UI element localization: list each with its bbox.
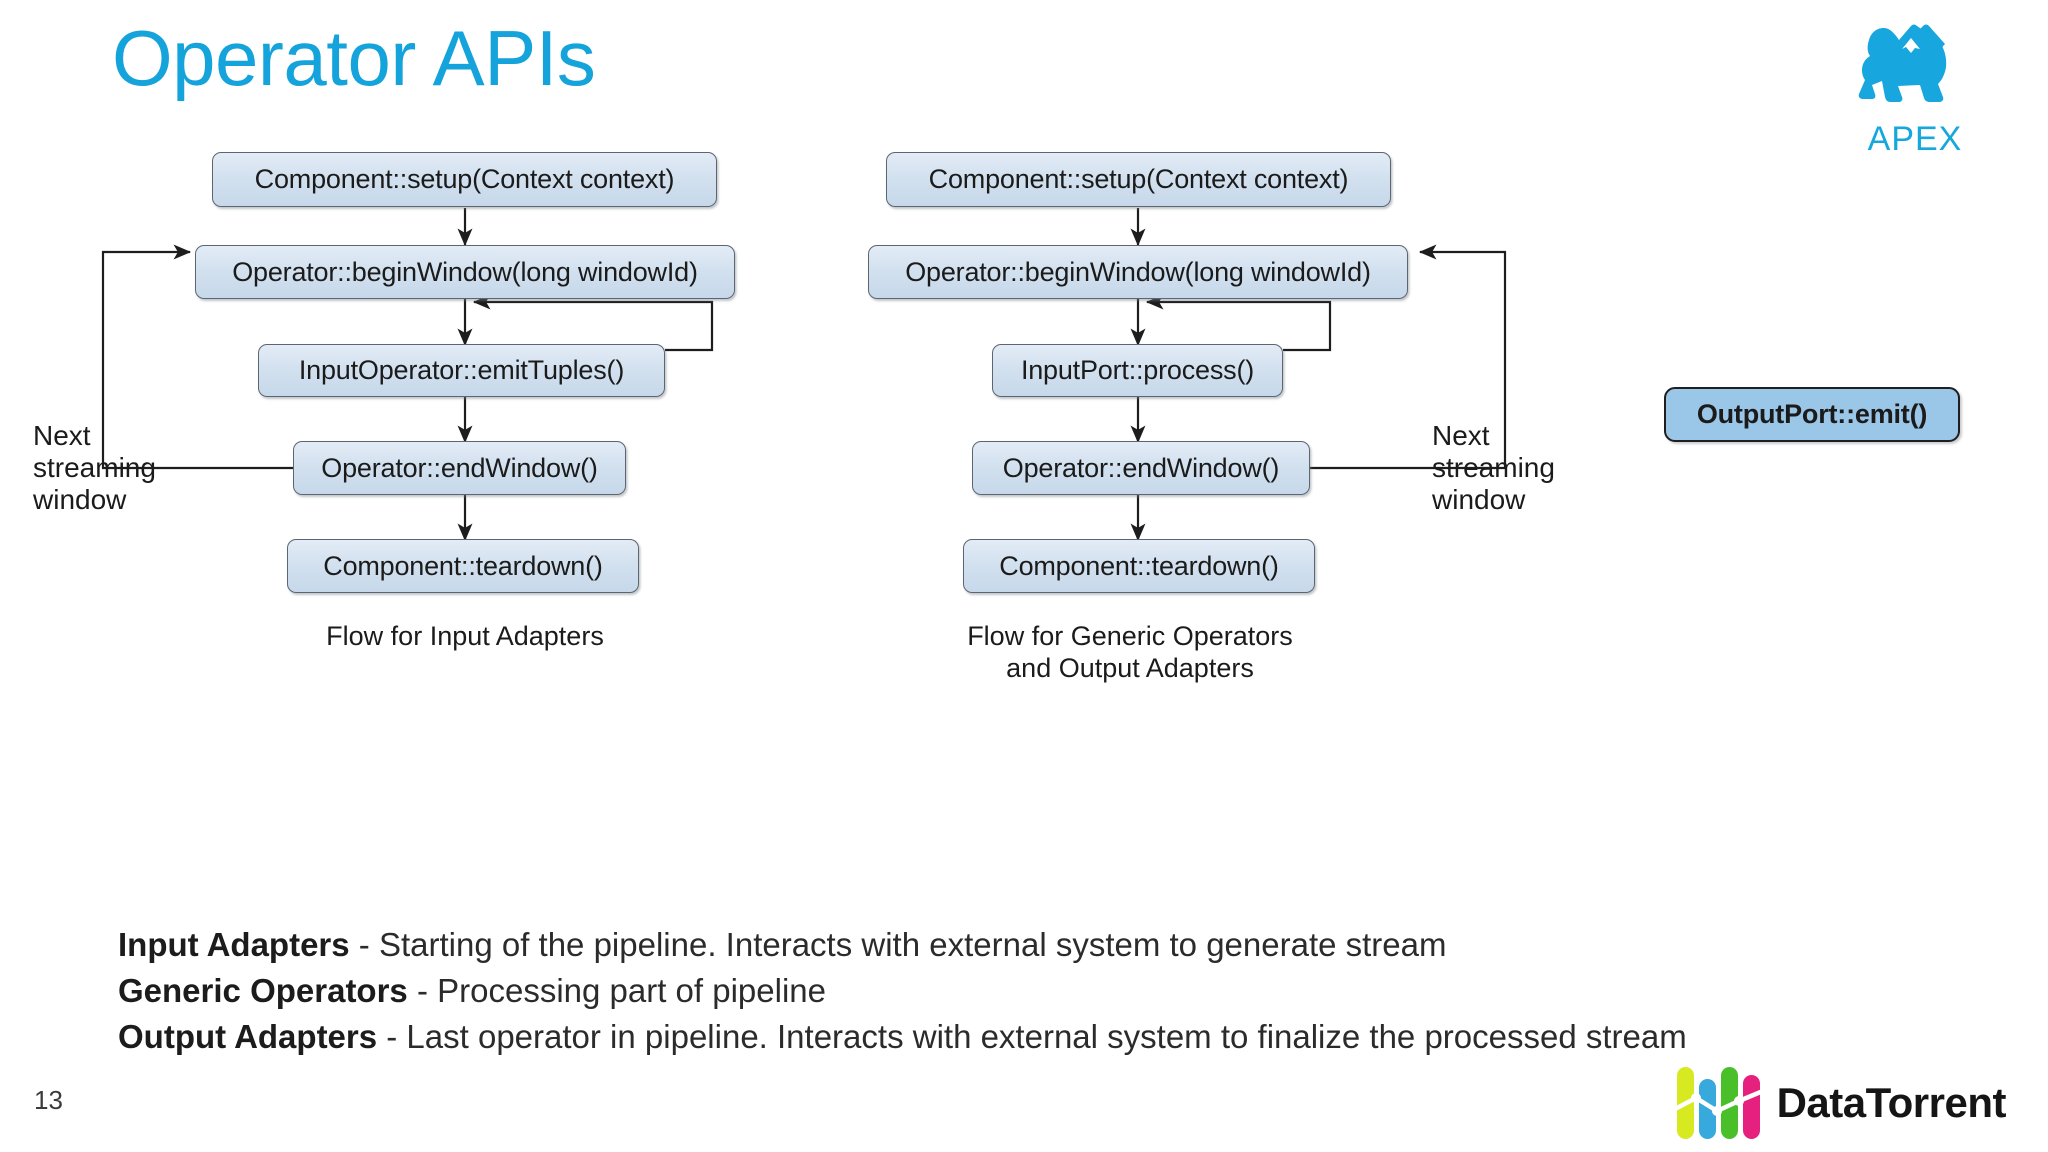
node-input-emit-tuples[interactable]: InputOperator::emitTuples() [258,344,665,397]
description-text: - Last operator in pipeline. Interacts w… [377,1018,1687,1055]
page-title: Operator APIs [112,14,596,102]
loop-label-input-adapters: Next streaming window [33,420,156,516]
description-line-input-adapters: Input Adapters - Starting of the pipelin… [118,922,1998,968]
page-number: 13 [34,1085,63,1115]
apex-logo: APEX [1840,14,1990,174]
gorilla-icon [1858,24,1947,102]
node-input-teardown[interactable]: Component::teardown() [287,539,639,593]
datatorrent-word-torrent: Torrent [1865,1079,2007,1126]
datatorrent-logo: DataTorrent [1674,1062,2007,1144]
description-block: Input Adapters - Starting of the pipelin… [118,922,1998,1060]
datatorrent-word-data: Data [1776,1079,1867,1126]
apex-logo-text: APEX [1867,120,1963,158]
description-term: Input Adapters [118,926,350,963]
node-generic-end-window[interactable]: Operator::endWindow() [972,441,1310,495]
node-generic-begin-window[interactable]: Operator::beginWindow(long windowId) [868,245,1408,299]
datatorrent-wordmark: DataTorrent [1776,1079,2007,1127]
description-line-output-adapters: Output Adapters - Last operator in pipel… [118,1014,1998,1060]
node-output-port-emit[interactable]: OutputPort::emit() [1664,387,1960,442]
node-generic-setup[interactable]: Component::setup(Context context) [886,152,1391,207]
node-generic-teardown[interactable]: Component::teardown() [963,539,1315,593]
description-term: Generic Operators [118,972,408,1009]
caption-generic-operators: Flow for Generic Operators and Output Ad… [967,621,1293,684]
node-generic-process[interactable]: InputPort::process() [992,344,1283,397]
datatorrent-bars-icon [1674,1067,1763,1139]
description-text: - Starting of the pipeline. Interacts wi… [349,926,1447,963]
description-term: Output Adapters [118,1018,378,1055]
node-input-begin-window[interactable]: Operator::beginWindow(long windowId) [195,245,735,299]
loop-label-generic-operators: Next streaming window [1432,420,1555,516]
description-line-generic-operators: Generic Operators - Processing part of p… [118,968,1998,1014]
node-input-setup[interactable]: Component::setup(Context context) [212,152,717,207]
operator-lifecycle-diagram: Component::setup(Context context) Operat… [0,150,2048,710]
node-input-end-window[interactable]: Operator::endWindow() [293,441,626,495]
caption-input-adapters: Flow for Input Adapters [326,621,604,651]
description-text: - Processing part of pipeline [407,972,827,1009]
